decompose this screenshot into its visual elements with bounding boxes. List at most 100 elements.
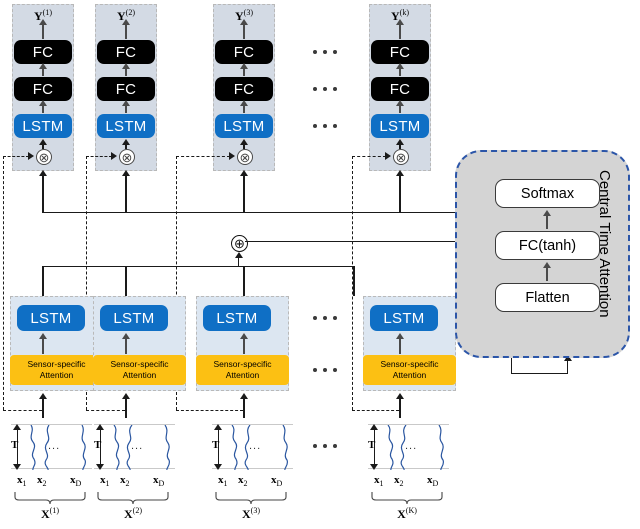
input-2-brace [97,491,169,510]
input-signal-panel-3 [212,424,293,470]
merge-out-to-cta [511,373,568,375]
input-k-name-label: X(K) [397,506,417,521]
input-signal-ellipsis-k: ... [405,440,418,452]
task-2-arrow-fc-line [125,66,127,76]
input-2-x1-label: x1 [100,474,110,489]
input-k-T-arrow-up [370,424,379,430]
central-softmax-block: Softmax [495,179,600,208]
dashed-feedback-v-3 [176,156,177,410]
task-output-label-1: Y(1) [34,8,52,23]
dashed-feedback-arrow-1 [28,152,34,160]
input-3-T-axis [217,428,219,465]
input-3-name-label: X(3) [242,506,260,521]
sensor-k-input-line [399,398,401,418]
attention-bus-arrowhead-k [396,170,404,176]
dashed-feedback-v-k [352,156,353,410]
task-3-fc-top: FC [215,40,273,64]
input-3-brace [215,491,287,510]
input-2-name-label: X(2) [124,506,142,521]
task-1-arrow-out-head [39,19,47,25]
input-signal-panel-k [368,424,449,470]
task-2-lstm: LSTM [97,114,155,138]
task-3-arrow-out-line [243,22,245,39]
sensor-k-input-arrow [396,393,404,399]
task-2-arrow-out-line [125,22,127,39]
input-row-ellipsis [313,444,337,448]
task-2-arrow-lstm-line [125,103,127,113]
input-1-name-label: X(1) [41,506,59,521]
input-signal-panel-2 [94,424,175,470]
input-1-x2-label: x2 [37,474,47,489]
attention-bus-arrowhead-1 [39,170,47,176]
task-1-fc-top: FC [14,40,72,64]
input-k-T-label: T [368,439,376,451]
dashed-feedback-h-k [352,156,386,157]
central-arrow-flatten-to-fc-head [543,262,551,268]
attention-bus-riser-3 [243,173,245,213]
input-signal-ellipsis-2: ... [131,440,144,452]
task-k-arrow-op-line [399,142,401,149]
input-k-T-arrow-down [370,464,379,470]
sensor-k-attention: Sensor-specific Attention [363,355,456,385]
input-signal-ellipsis-1: ... [48,440,61,452]
input-signal-panel-1 [11,424,92,470]
input-2-T-label: T [94,439,102,451]
input-1-T-axis [16,428,18,465]
task-3-lstm: LSTM [215,114,273,138]
sensor-k-lstm: LSTM [370,305,438,331]
input-k-xD-label: xD [427,474,439,489]
merge-operator: ⊕ [231,235,248,252]
task-2-arrow-op-line [125,142,127,149]
dashed-feedback-bottom-2 [86,410,125,411]
input-3-x1-label: x1 [218,474,228,489]
central-arrow-fc-to-softmax-head [543,210,551,216]
sensor-3-attention: Sensor-specific Attention [196,355,289,385]
attention-bus-riser-2 [125,173,127,213]
task-k-arrow-out-line [399,22,401,39]
input-1-x1-label: x1 [17,474,27,489]
input-2-T-arrow-down [96,464,105,470]
input-3-T-arrow-down [214,464,223,470]
sensor-k-attention-line2: Attention [392,370,427,380]
task-2-fc-top: FC [97,40,155,64]
sensor-2-lstm: LSTM [100,305,168,331]
task-3-arrow-out-head [240,19,248,25]
sensor-2-attention: Sensor-specific Attention [93,355,186,385]
sensor-1-attention: Sensor-specific Attention [10,355,103,385]
task-3-arrow-op-line [243,142,245,149]
task-1-lstm: LSTM [14,114,72,138]
task-3-arrow-op-head [240,139,248,145]
task-3-arrow-lstm-head [240,100,248,106]
cta-input-arrowhead [564,355,572,361]
input-k-brace [371,491,443,510]
merge-collector-bar [42,266,354,268]
sensor-row-ellipsis-lstm [313,316,337,320]
task-k-arrow-op-head [396,139,404,145]
input-k-x1-label: x1 [374,474,384,489]
task-1-arrow-op-head [39,139,47,145]
task-1-arrow-lstm-head [39,100,47,106]
task-1-arrow-fc-head [39,63,47,69]
input-2-T-arrow-up [96,424,105,430]
task-output-label-k: Y(k) [391,8,409,23]
dashed-feedback-bottom-1 [3,410,42,411]
dashed-feedback-bottom-3 [176,410,243,411]
input-1-brace [14,491,86,510]
input-2-T-axis [99,428,101,465]
task-2-arrow-out-head [122,19,130,25]
input-signal-waveforms-k [387,425,445,470]
input-2-x2-label: x2 [120,474,130,489]
merge-feed-sensor-1 [42,266,44,296]
task-k-fc-top: FC [371,40,429,64]
central-arrow-flatten-to-fc-line [546,267,548,281]
dashed-feedback-arrow-k [385,152,391,160]
dashed-feedback-h-3 [176,156,230,157]
sensor-1-input-line [42,398,44,418]
sensor-1-internal-arrow [39,333,47,339]
input-3-xD-label: xD [271,474,283,489]
merge-feed-sensor-k [353,266,355,296]
attention-bus-arrowhead-2 [122,170,130,176]
input-k-x2-label: x2 [394,474,404,489]
input-3-x2-label: x2 [238,474,248,489]
